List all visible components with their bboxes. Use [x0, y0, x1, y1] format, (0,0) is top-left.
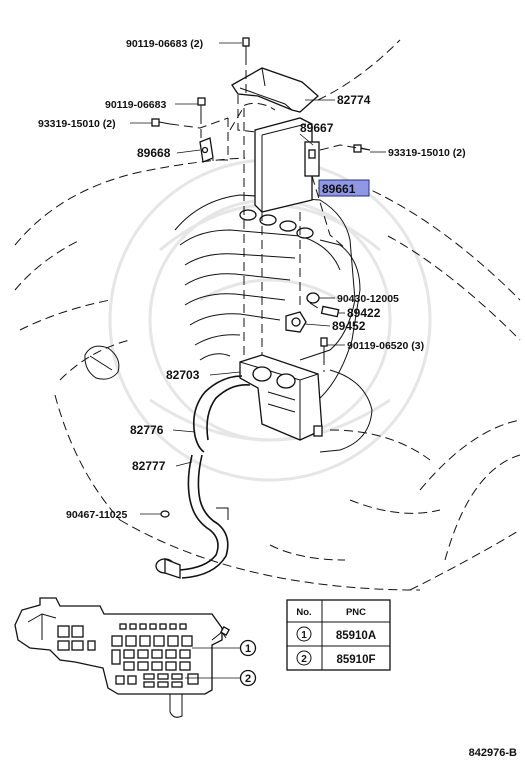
callout-2-text: 2 [245, 673, 251, 685]
part-labels: 90119-06683 (2) 82774 90119-06683 93319-… [38, 38, 466, 521]
clip-90467-11025 [160, 510, 170, 518]
callout-1-circle [239, 639, 257, 657]
label-89661[interactable]: 89661 [322, 182, 356, 196]
ecu-cover-82774 [231, 67, 319, 113]
bolt-90119-06683 [197, 97, 206, 115]
mounting-guides [169, 56, 371, 372]
diagram-code: 842976-B [469, 747, 517, 759]
label-90119-06683[interactable]: 90119-06683 [105, 99, 166, 111]
table-row-1-no: 1 [301, 630, 307, 641]
gasket-90430-12005 [306, 292, 320, 304]
table-header-no: No. [296, 607, 311, 618]
label-82774[interactable]: 82774 [337, 93, 371, 107]
engine-block [174, 194, 373, 453]
label-93319-15010-2-right[interactable]: 93319-15010 (2) [388, 147, 466, 159]
ecu-box-82703 [239, 354, 323, 441]
table-header-pnc: PNC [346, 607, 366, 618]
callout-1-text: 1 [245, 643, 251, 655]
label-90119-06520-3[interactable]: 90119-06520 (3) [347, 340, 424, 352]
callout-markers: 1 2 [185, 639, 257, 687]
sensor-89452 [285, 311, 307, 333]
label-90430-12005[interactable]: 90430-12005 [337, 293, 399, 305]
relay-block-inset [14, 597, 230, 718]
label-90467-11025[interactable]: 90467-11025 [66, 509, 127, 521]
hose-82777 [155, 454, 229, 579]
bolt-90119-06520 [320, 337, 328, 356]
headlight-icon [84, 345, 120, 380]
label-90119-06683-2[interactable]: 90119-06683 (2) [126, 38, 203, 50]
table-row-2-pnc[interactable]: 85910F [336, 654, 375, 666]
label-82777[interactable]: 82777 [132, 459, 166, 473]
label-89661-highlight[interactable] [318, 179, 370, 197]
bolt-90119-06683-top [242, 37, 250, 56]
label-89452[interactable]: 89452 [332, 319, 366, 333]
label-89668[interactable]: 89668 [137, 146, 171, 160]
label-82776[interactable]: 82776 [130, 423, 164, 437]
label-93319-15010-2-left[interactable]: 93319-15010 (2) [38, 118, 116, 130]
table-row-1-pnc[interactable]: 85910A [336, 630, 376, 642]
label-82703[interactable]: 82703 [166, 368, 200, 382]
pnc-table: No. PNC 1 2 85910A 85910F [286, 599, 391, 671]
label-89422[interactable]: 89422 [347, 306, 381, 320]
bracket-89668 [199, 137, 214, 163]
callout-2-circle [239, 669, 257, 687]
label-89667[interactable]: 89667 [300, 121, 334, 135]
screw-93319-15010-left [151, 118, 171, 127]
table-row-2-no: 2 [301, 654, 307, 665]
leader-lines [130, 42, 386, 515]
sensor-89422 [320, 305, 340, 318]
hose-82776 [192, 375, 251, 453]
vehicle-body-outline [14, 39, 521, 591]
ecu-89661 [254, 117, 320, 213]
